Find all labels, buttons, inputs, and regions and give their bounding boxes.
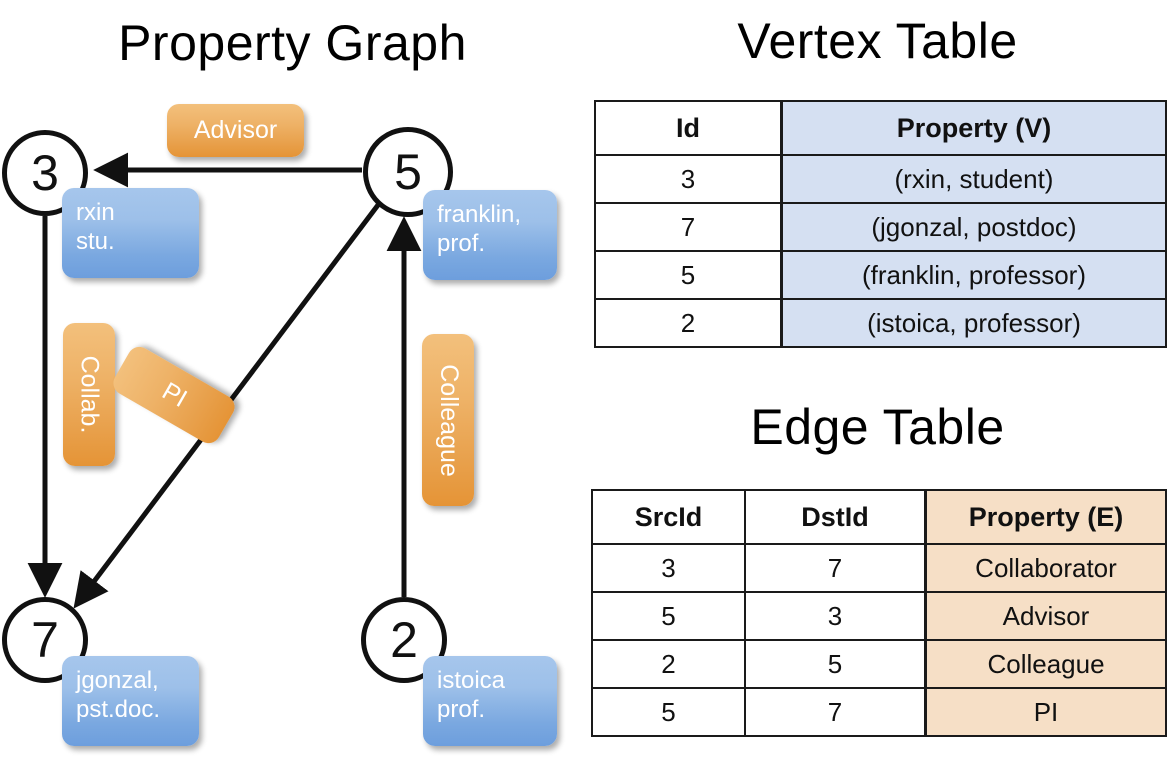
table-row[interactable]: 2 5 Colleague [591, 639, 1167, 689]
graph-node-2[interactable]: 2 [361, 597, 447, 683]
vertex-property-istoica-line2: prof. [437, 696, 486, 724]
vertex-table: Id Property (V) 3 (rxin, student) 7 (jgo… [594, 100, 1167, 348]
edge-table-header-row: SrcId DstId Property (E) [591, 489, 1167, 545]
edge-row-0-property: Collaborator [924, 543, 1167, 593]
page-title-edge-table: Edge Table [750, 399, 1005, 455]
edge-row-3-src: 5 [591, 687, 746, 737]
vertex-table-header-property: Property (V) [780, 100, 1167, 156]
edge-label-box-colleague[interactable]: Colleague [422, 334, 474, 506]
table-row[interactable]: 2 (istoica, professor) [594, 298, 1167, 348]
vertex-row-1-property: (jgonzal, postdoc) [780, 202, 1167, 252]
edge-row-0-dst: 7 [744, 543, 927, 593]
edge-row-1-property: Advisor [924, 591, 1167, 641]
graph-node-5-label: 5 [394, 144, 422, 200]
vertex-property-franklin-line1: franklin, [437, 201, 522, 228]
edge-row-2-src: 2 [591, 639, 746, 689]
property-graph-diagram: 3 5 7 2 rxin stu. franklin, prof. jgonza… [2, 104, 557, 746]
edge-label-box-collab[interactable]: Collab. [63, 323, 115, 466]
vertex-row-0-id: 3 [594, 154, 783, 204]
edge-row-1-src: 5 [591, 591, 746, 641]
vertex-row-3-property: (istoica, professor) [780, 298, 1167, 348]
edge-label-pi: PI [157, 376, 192, 413]
table-row[interactable]: 5 (franklin, professor) [594, 250, 1167, 300]
vertex-property-rxin-line2: stu. [76, 228, 115, 256]
vertex-property-box-rxin[interactable]: rxin stu. [62, 188, 199, 278]
edge-row-1-dst: 3 [744, 591, 927, 641]
edge-row-0-src: 3 [591, 543, 746, 593]
graph-node-2-label: 2 [390, 612, 418, 668]
vertex-row-0-property: (rxin, student) [780, 154, 1167, 204]
page-title-vertex-table: Vertex Table [737, 13, 1018, 69]
vertex-property-rxin-line1: rxin [76, 199, 115, 226]
vertex-table-header-id: Id [594, 100, 783, 156]
vertex-row-2-property: (franklin, professor) [780, 250, 1167, 300]
table-row[interactable]: 3 7 Collaborator [591, 543, 1167, 593]
edge-label-colleague: Colleague [434, 363, 463, 477]
table-row[interactable]: 5 7 PI [591, 687, 1167, 737]
vertex-property-box-franklin[interactable]: franklin, prof. [423, 190, 557, 280]
vertex-property-box-jgonzal[interactable]: jgonzal, pst.doc. [62, 656, 199, 746]
edge-table: SrcId DstId Property (E) 3 7 Collaborato… [591, 489, 1167, 737]
edge-row-2-property: Colleague [924, 639, 1167, 689]
vertex-row-2-id: 5 [594, 250, 783, 300]
table-row[interactable]: 3 (rxin, student) [594, 154, 1167, 204]
table-row[interactable]: 5 3 Advisor [591, 591, 1167, 641]
graph-node-3-label: 3 [31, 145, 59, 201]
vertex-table-header-row: Id Property (V) [594, 100, 1167, 156]
edge-table-header-srcid: SrcId [591, 489, 746, 545]
edge-table-header-dstid: DstId [744, 489, 927, 545]
table-row[interactable]: 7 (jgonzal, postdoc) [594, 202, 1167, 252]
vertex-property-box-istoica[interactable]: istoica prof. [423, 656, 557, 746]
vertex-property-jgonzal-line2: pst.doc. [76, 696, 161, 724]
vertex-property-istoica-line1: istoica [437, 667, 506, 694]
edge-table-header-property: Property (E) [924, 489, 1167, 545]
vertex-property-franklin-line2: prof. [437, 230, 486, 258]
graph-node-5[interactable]: 5 [363, 127, 453, 217]
edge-row-3-property: PI [924, 687, 1167, 737]
vertex-row-1-id: 7 [594, 202, 783, 252]
graph-node-7-label: 7 [31, 612, 59, 668]
vertex-row-3-id: 2 [594, 298, 783, 348]
edge-label-collab: Collab. [75, 355, 104, 434]
edge-row-2-dst: 5 [744, 639, 927, 689]
page-title-property-graph: Property Graph [118, 15, 467, 71]
edge-label-box-advisor[interactable]: Advisor [167, 104, 304, 157]
edge-row-3-dst: 7 [744, 687, 927, 737]
vertex-property-jgonzal-line1: jgonzal, [76, 667, 159, 694]
edge-label-advisor: Advisor [193, 116, 278, 144]
